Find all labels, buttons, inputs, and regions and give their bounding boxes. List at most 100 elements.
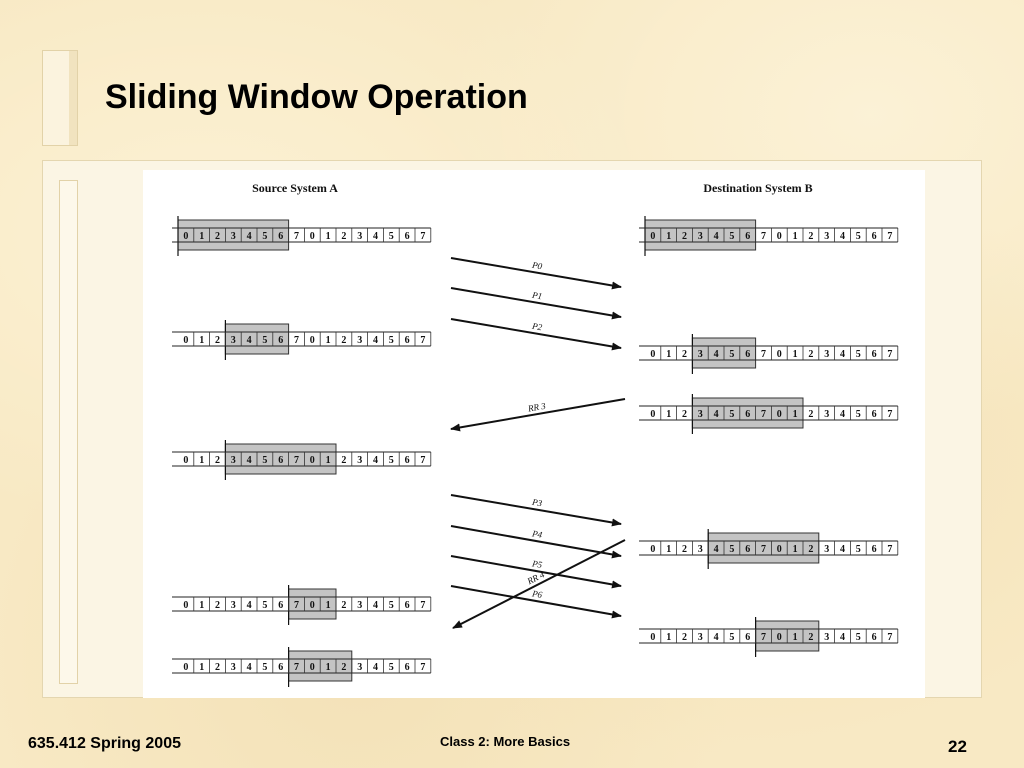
- window-box: [707, 532, 820, 564]
- window-box: [177, 219, 290, 251]
- sequence-number: 4: [373, 662, 378, 673]
- sequence-number: 7: [294, 335, 299, 346]
- sequence-number: 3: [698, 231, 703, 242]
- dest-system-label: Destination System B: [703, 181, 812, 195]
- sequence-number: 1: [326, 231, 331, 242]
- sequence-number: 2: [808, 632, 813, 643]
- sequence-number: 6: [278, 662, 283, 673]
- sequence-number: 6: [278, 335, 283, 346]
- sequence-number: 5: [856, 544, 861, 555]
- sequence-number: 3: [824, 409, 829, 420]
- sequence-number: 5: [856, 231, 861, 242]
- sequence-number: 3: [357, 231, 362, 242]
- sequence-number: 7: [420, 335, 425, 346]
- sequence-number: 6: [745, 349, 750, 360]
- sequence-number: 7: [887, 349, 892, 360]
- sequence-number: 0: [183, 455, 188, 466]
- sequence-number: 2: [215, 662, 220, 673]
- sequence-number: 4: [373, 231, 378, 242]
- sequence-number: 5: [389, 335, 394, 346]
- sequence-number: 5: [262, 231, 267, 242]
- sequence-number: 7: [420, 455, 425, 466]
- sequence-number: 5: [856, 632, 861, 643]
- sequence-number: 7: [887, 409, 892, 420]
- sequence-number: 6: [872, 349, 877, 360]
- sequence-number: 2: [682, 409, 687, 420]
- sequence-number: 5: [389, 600, 394, 611]
- sequence-number: 7: [887, 632, 892, 643]
- sequence-number: 5: [389, 455, 394, 466]
- title-accent-bar: [42, 50, 78, 146]
- sequence-number: 4: [247, 600, 252, 611]
- sequence-number: 1: [793, 544, 798, 555]
- sequence-number: 1: [666, 231, 671, 242]
- sequence-number: 4: [840, 544, 845, 555]
- sequence-number: 4: [714, 544, 719, 555]
- sequence-number: 1: [199, 335, 204, 346]
- slide-title: Sliding Window Operation: [105, 78, 528, 116]
- sequence-number: 1: [199, 600, 204, 611]
- sequence-number: 7: [887, 231, 892, 242]
- sequence-number: 0: [650, 409, 655, 420]
- sequence-number: 3: [231, 231, 236, 242]
- sequence-number: 7: [294, 600, 299, 611]
- sequence-number: 0: [183, 600, 188, 611]
- sequence-number: 4: [840, 231, 845, 242]
- sequence-number: 5: [729, 632, 734, 643]
- sequence-number: 0: [777, 349, 782, 360]
- sequence-number: 6: [872, 632, 877, 643]
- sequence-number: 6: [405, 455, 410, 466]
- sequence-number: 2: [808, 544, 813, 555]
- sequence-number: 2: [341, 231, 346, 242]
- sequence-number: 6: [745, 632, 750, 643]
- sequence-number: 3: [231, 335, 236, 346]
- sequence-number: 2: [808, 349, 813, 360]
- frame-label: P2: [530, 321, 543, 333]
- sequence-number: 2: [682, 632, 687, 643]
- sequence-number: 5: [729, 349, 734, 360]
- frame-arrow: P0: [450, 257, 622, 290]
- sequence-number: 1: [666, 632, 671, 643]
- sequence-number: 3: [231, 662, 236, 673]
- sequence-number: 0: [310, 600, 315, 611]
- sequence-number: 5: [856, 349, 861, 360]
- sequence-number: 5: [729, 409, 734, 420]
- sequence-number: 4: [714, 349, 719, 360]
- sequence-number: 1: [326, 662, 331, 673]
- sequence-number: 0: [777, 544, 782, 555]
- sequence-number: 0: [310, 662, 315, 673]
- sequence-number: 2: [341, 455, 346, 466]
- frame-arrow: P5: [450, 555, 622, 589]
- sequence-number: 3: [824, 349, 829, 360]
- sequence-number: 6: [278, 600, 283, 611]
- sequence-number: 1: [199, 662, 204, 673]
- sequence-number: 2: [215, 600, 220, 611]
- sequence-number: 2: [808, 231, 813, 242]
- sequence-number: 0: [310, 335, 315, 346]
- sequence-number: 1: [793, 632, 798, 643]
- sequence-number: 6: [872, 231, 877, 242]
- page-number: 22: [948, 737, 967, 756]
- sequence-number: 7: [294, 662, 299, 673]
- frame-label: RR 3: [526, 401, 547, 414]
- sequence-number: 2: [341, 600, 346, 611]
- sequence-number: 6: [405, 662, 410, 673]
- sequence-number: 1: [793, 409, 798, 420]
- sequence-number: 1: [666, 409, 671, 420]
- sequence-number: 6: [405, 335, 410, 346]
- sequence-number: 1: [666, 544, 671, 555]
- sequence-number: 3: [357, 335, 362, 346]
- sequence-number: 3: [824, 544, 829, 555]
- sequence-number: 7: [887, 544, 892, 555]
- frame-label: P4: [530, 528, 543, 540]
- sequence-number: 6: [745, 409, 750, 420]
- sequence-number: 0: [650, 632, 655, 643]
- sequence-number: 5: [389, 662, 394, 673]
